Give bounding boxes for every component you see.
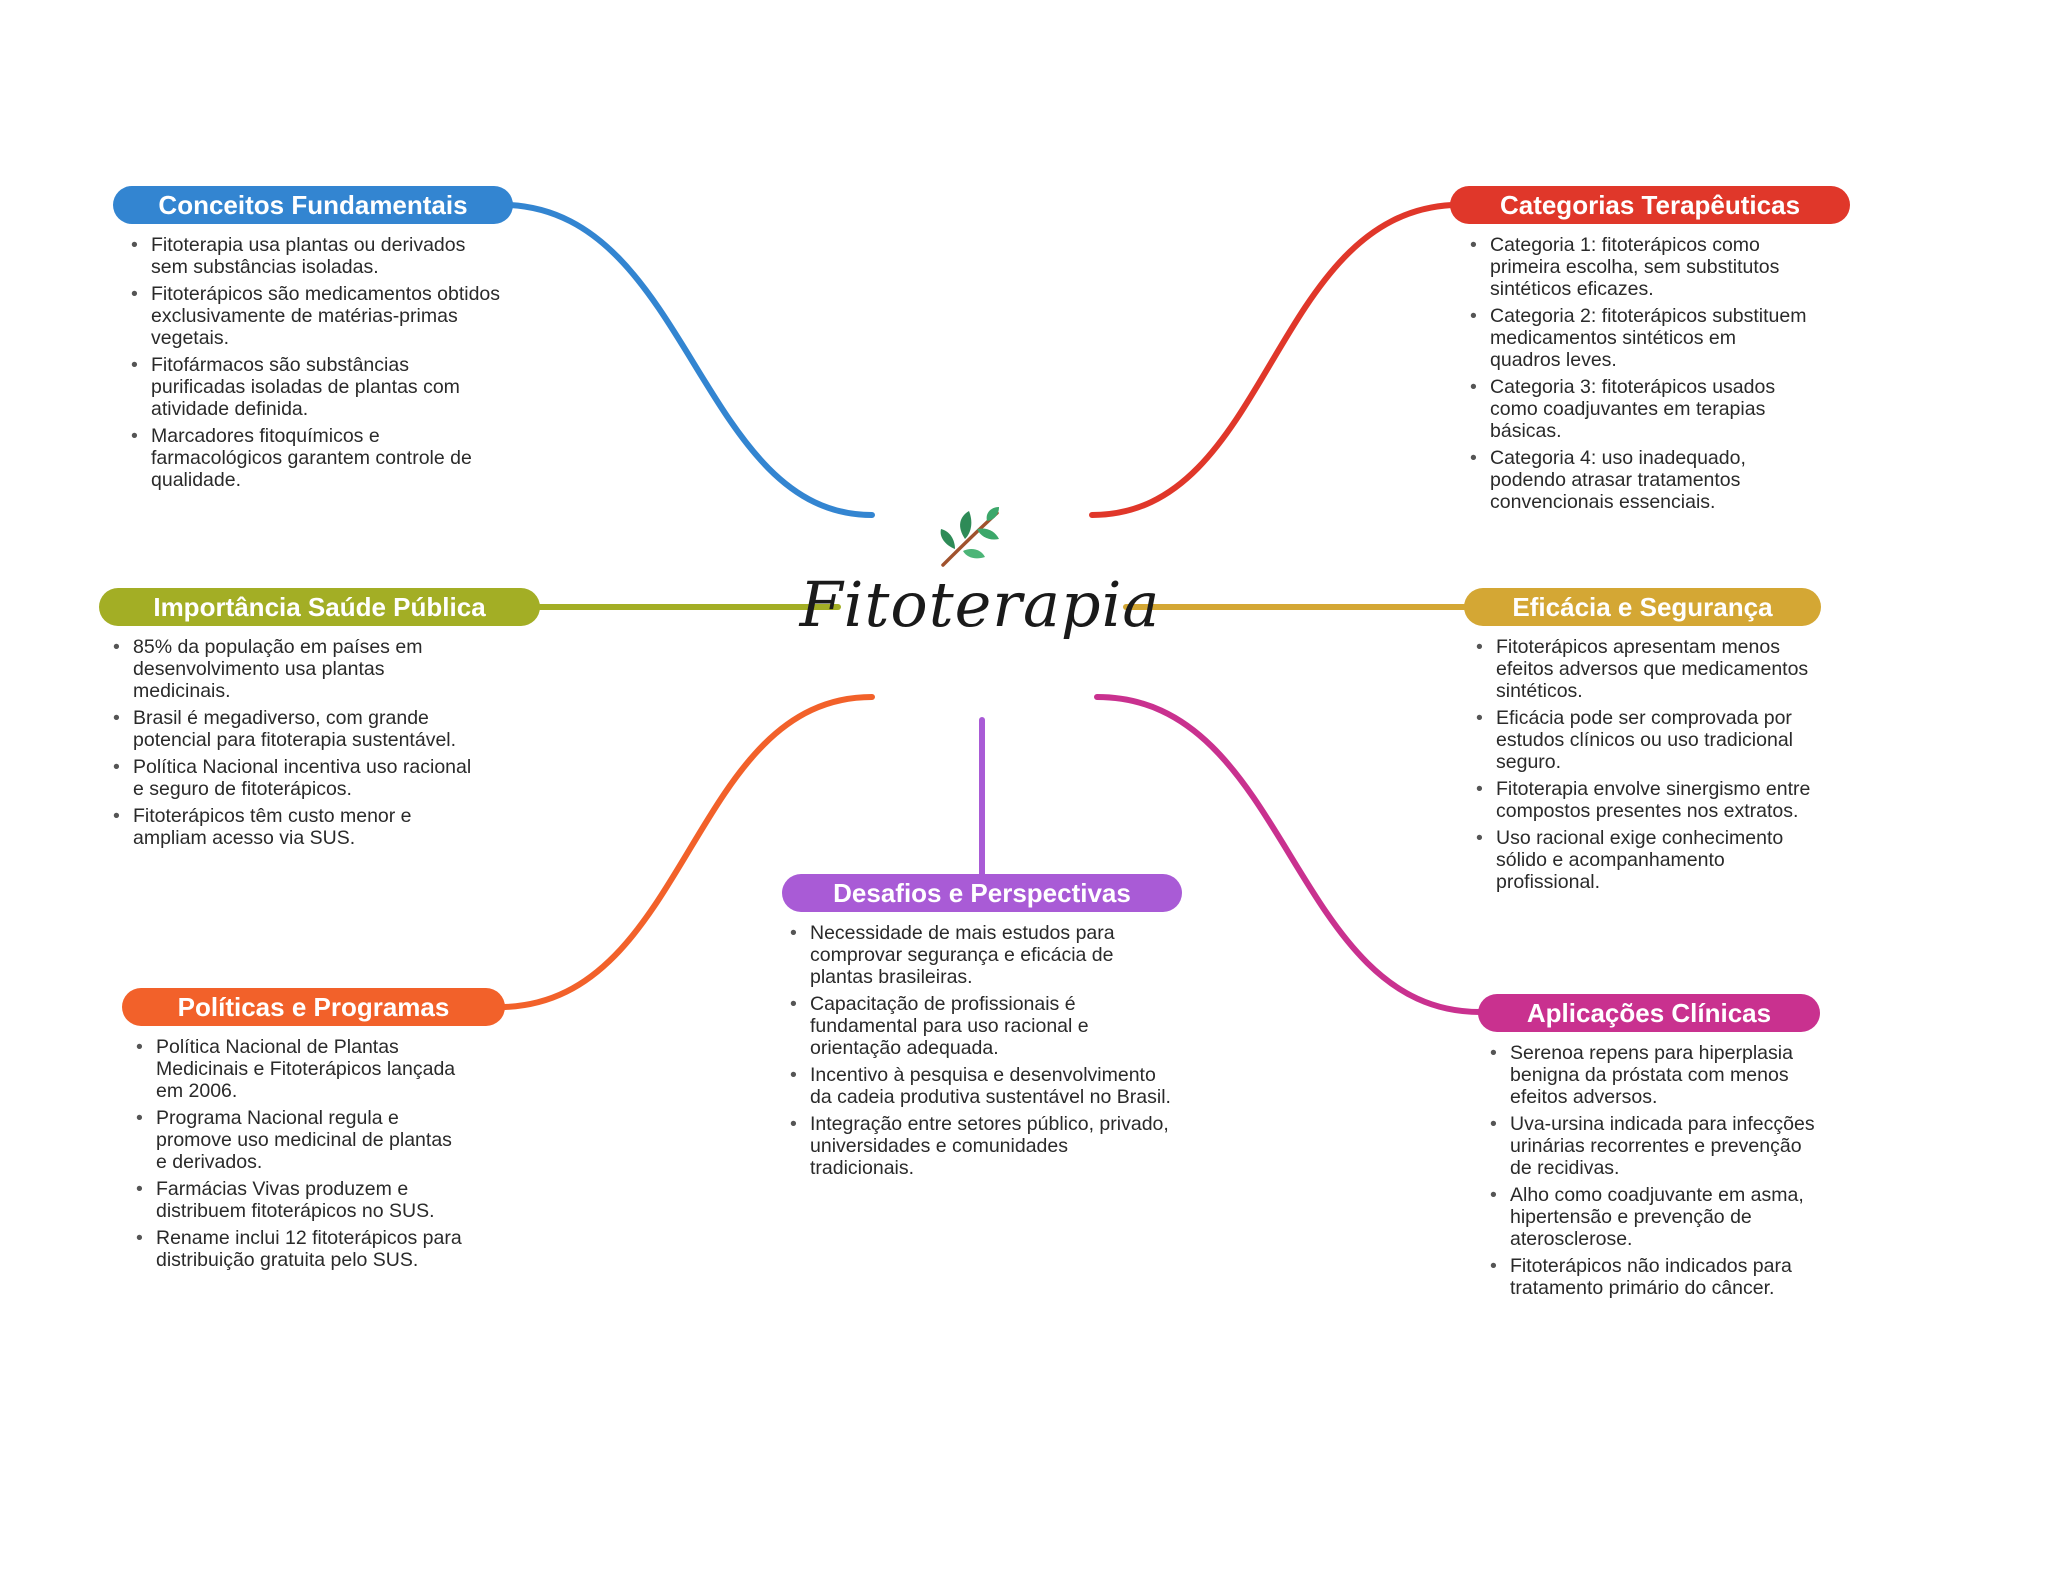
branch-politicas: Políticas e Programas Política Nacional … <box>122 988 505 1276</box>
bullet-list-eficacia: Fitoterápicos apresentam menos efeitos a… <box>1470 636 1815 893</box>
list-item: Fitoterápicos não indicados para tratame… <box>1484 1255 1826 1299</box>
branch-title-desafios: Desafios e Perspectivas <box>782 874 1182 912</box>
list-item: Fitoterápicos apresentam menos efeitos a… <box>1470 636 1815 702</box>
bullet-list-aplicacoes: Serenoa repens para hiperplasia benigna … <box>1484 1042 1826 1299</box>
list-item: Fitofármacos são substâncias purificadas… <box>125 354 505 420</box>
branch-conceitos: Conceitos Fundamentais Fitoterapia usa p… <box>113 186 513 496</box>
list-item: Incentivo à pesquisa e desenvolvimento d… <box>784 1064 1174 1108</box>
list-item: Categoria 1: fitoterápicos como primeira… <box>1464 234 1809 300</box>
branch-title-politicas: Políticas e Programas <box>122 988 505 1026</box>
bullet-list-desafios: Necessidade de mais estudos para comprov… <box>784 922 1174 1179</box>
branch-eficacia: Eficácia e Segurança Fitoterápicos apres… <box>1464 588 1821 898</box>
bullet-list-conceitos: Fitoterapia usa plantas ou derivados sem… <box>125 234 505 491</box>
list-item: Fitoterapia usa plantas ou derivados sem… <box>125 234 505 278</box>
bullet-list-importancia: 85% da população em países em desenvolvi… <box>107 636 477 849</box>
list-item: Programa Nacional regula e promove uso m… <box>130 1107 465 1173</box>
list-item: Fitoterapia envolve sinergismo entre com… <box>1470 778 1815 822</box>
connector-politicas <box>502 694 875 1010</box>
branch-title-categorias: Categorias Terapêuticas <box>1450 186 1850 224</box>
list-item: Rename inclui 12 fitoterápicos para dist… <box>130 1227 465 1271</box>
list-item: Política Nacional incentiva uso racional… <box>107 756 477 800</box>
branch-categorias: Categorias Terapêuticas Categoria 1: fit… <box>1450 186 1850 518</box>
branch-title-eficacia: Eficácia e Segurança <box>1464 588 1821 626</box>
list-item: Alho como coadjuvante em asma, hipertens… <box>1484 1184 1826 1250</box>
connector-categorias <box>1089 202 1455 518</box>
list-item: Uso racional exige conhecimento sólido e… <box>1470 827 1815 893</box>
list-item: Categoria 4: uso inadequado, podendo atr… <box>1464 447 1809 513</box>
list-item: Necessidade de mais estudos para comprov… <box>784 922 1174 988</box>
bullet-list-categorias: Categoria 1: fitoterápicos como primeira… <box>1464 234 1809 513</box>
leaf-icon <box>940 507 999 567</box>
list-item: Capacitação de profissionais é fundament… <box>784 993 1174 1059</box>
branch-aplicacoes: Aplicações Clínicas Serenoa repens para … <box>1478 994 1820 1304</box>
list-item: Marcadores fitoquímicos e farmacológicos… <box>125 425 505 491</box>
list-item: Farmácias Vivas produzem e distribuem fi… <box>130 1178 465 1222</box>
list-item: Uva-ursina indicada para infecções uriná… <box>1484 1113 1826 1179</box>
list-item: Integração entre setores público, privad… <box>784 1113 1174 1179</box>
branch-title-conceitos: Conceitos Fundamentais <box>113 186 513 224</box>
list-item: Categoria 2: fitoterápicos substituem me… <box>1464 305 1809 371</box>
bullet-list-politicas: Política Nacional de Plantas Medicinais … <box>130 1036 465 1271</box>
list-item: Categoria 3: fitoterápicos usados como c… <box>1464 376 1809 442</box>
list-item: Brasil é megadiverso, com grande potenci… <box>107 707 477 751</box>
list-item: Fitoterápicos têm custo menor e ampliam … <box>107 805 477 849</box>
connector-aplicacoes <box>1094 694 1483 1015</box>
branch-title-importancia: Importância Saúde Pública <box>99 588 540 626</box>
list-item: Serenoa repens para hiperplasia benigna … <box>1484 1042 1826 1108</box>
list-item: 85% da população em países em desenvolvi… <box>107 636 477 702</box>
central-topic: Fitoterapia <box>799 568 1161 641</box>
connector-conceitos <box>507 202 875 518</box>
branch-importancia: Importância Saúde Pública 85% da populaç… <box>99 588 540 854</box>
branch-title-aplicacoes: Aplicações Clínicas <box>1478 994 1820 1032</box>
list-item: Fitoterápicos são medicamentos obtidos e… <box>125 283 505 349</box>
list-item: Política Nacional de Plantas Medicinais … <box>130 1036 465 1102</box>
list-item: Eficácia pode ser comprovada por estudos… <box>1470 707 1815 773</box>
branch-desafios: Desafios e Perspectivas Necessidade de m… <box>782 874 1182 1184</box>
